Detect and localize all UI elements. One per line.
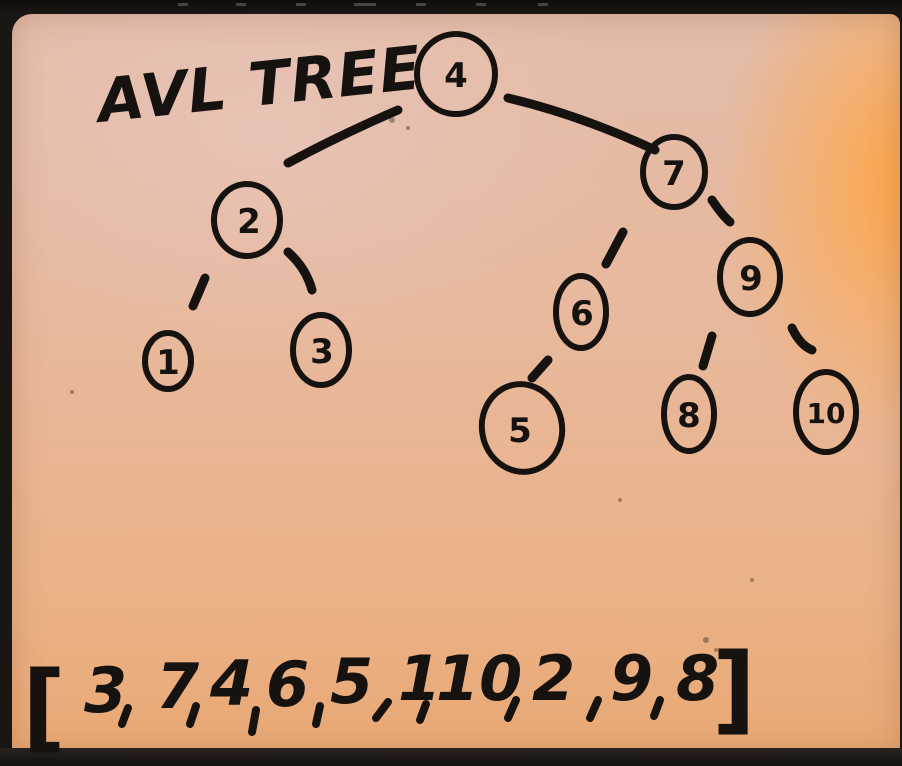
- board-smudges: [70, 117, 754, 652]
- edge-6-5: [527, 355, 553, 383]
- node-9-circle: [717, 237, 783, 317]
- sequence-value: 10: [436, 642, 522, 715]
- node-3-label: 3: [310, 332, 334, 372]
- sequence-value: 5: [330, 645, 373, 718]
- sequence-value: 4: [209, 647, 253, 720]
- edge-2-3: [283, 247, 317, 295]
- sequence-open-bracket: [: [22, 651, 66, 763]
- node-3-circle: [290, 312, 352, 388]
- whiteboard-bottom-edge: [0, 748, 902, 766]
- node-10-label: 10: [807, 397, 846, 430]
- sequence-value: 3: [84, 654, 127, 727]
- key-glyph: [476, 3, 486, 6]
- node-7-circle: [640, 134, 708, 210]
- node-4-label: 4: [444, 56, 468, 96]
- key-glyph: [236, 3, 246, 6]
- edge-4-2: [283, 105, 403, 168]
- sequence-value: 6: [266, 648, 309, 721]
- node-5-label: 5: [508, 411, 532, 451]
- node-2-circle: [211, 181, 283, 259]
- node-1-circle: [142, 330, 194, 392]
- node-2-label: 2: [237, 202, 261, 242]
- key-glyph: [296, 3, 306, 6]
- node-9-label: 9: [739, 259, 763, 299]
- keyboard-strip: [0, 0, 902, 14]
- node-7-label: 7: [662, 154, 686, 194]
- sequence-value: 8: [676, 642, 719, 715]
- edge-7-6: [601, 227, 628, 269]
- node-1-label: 1: [156, 343, 180, 383]
- key-glyph: [538, 3, 548, 6]
- sequence-separators: [118, 696, 664, 736]
- key-glyph: [416, 3, 426, 6]
- key-glyph: [354, 3, 376, 6]
- node-10-circle: [793, 369, 859, 455]
- node-6-circle: [553, 273, 609, 351]
- edge-9-10: [787, 323, 817, 355]
- edge-9-8: [698, 331, 717, 371]
- sequence-close-bracket: ]: [712, 633, 756, 745]
- edge-2-1: [188, 273, 210, 311]
- edge-4-7: [503, 93, 660, 155]
- key-glyph: [178, 3, 188, 6]
- node-8-label: 8: [677, 396, 701, 436]
- node-6-label: 6: [570, 294, 594, 334]
- node-4-circle: [414, 31, 498, 117]
- sequence-value: 1: [398, 642, 441, 715]
- node-5-circle: [478, 381, 566, 475]
- node-8-circle: [661, 374, 717, 454]
- sequence-value: 2: [532, 642, 575, 715]
- sequence-value: 9: [610, 642, 653, 715]
- edge-7-9: [707, 195, 735, 227]
